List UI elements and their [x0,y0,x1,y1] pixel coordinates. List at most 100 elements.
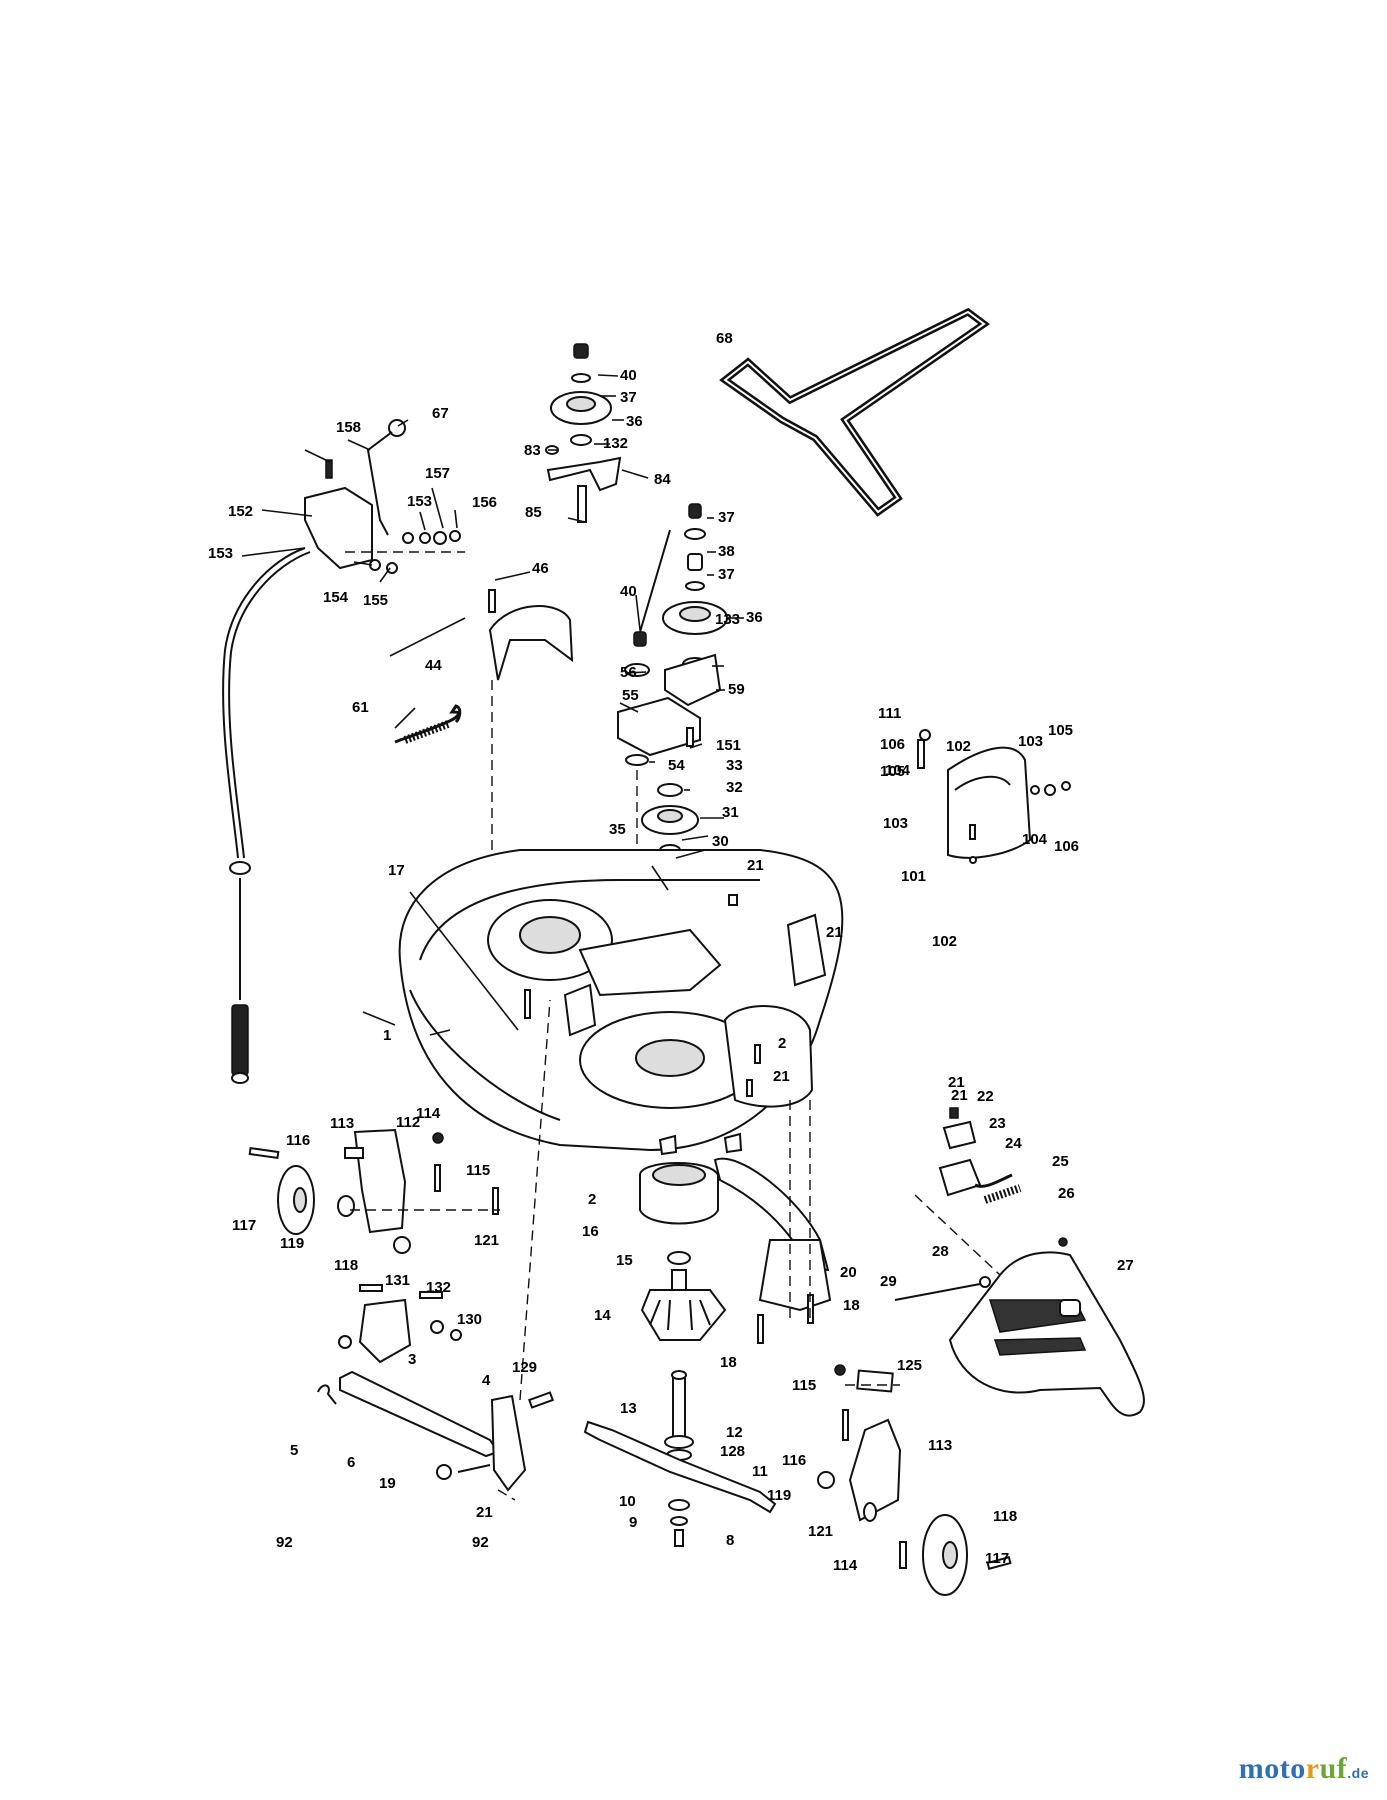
callout-label: 9 [629,1514,637,1531]
callout-label: 130 [457,1311,482,1328]
callout-label: 36 [746,609,763,626]
watermark-suffix: .de [1347,1765,1369,1781]
callout-label: 83 [524,442,541,459]
callout-label: 105 [880,763,905,780]
callout-label: 115 [792,1377,816,1394]
left-gauge-wheel-assembly [248,1128,500,1254]
callout-label: 152 [228,503,253,520]
callout-label: 21 [948,1074,965,1091]
callout-label: 30 [712,833,729,850]
callout-label: 8 [726,1532,734,1549]
callout-label: 103 [1018,733,1043,750]
callout-label: 31 [722,804,739,821]
callout-label: 21 [476,1504,493,1521]
callout-label: 153 [407,493,432,510]
callout-label: 84 [654,471,671,488]
control-cable [222,547,311,1084]
callout-label: 18 [843,1297,860,1314]
left-lift-arm-assembly [317,999,554,1501]
mower-deck [398,849,844,1156]
callout-label: 133 [715,611,740,628]
callout-label: 4 [482,1372,491,1389]
callout-label: 10 [619,1493,636,1510]
callout-label: 112 [396,1114,420,1131]
callout-label: 40 [620,367,637,384]
callout-labels: 1 2 2 3 4 5 6 8 9 10 11 12 128 13 14 15 … [208,330,1134,1574]
callout-label: 36 [626,413,643,430]
callout-label: 157 [425,465,450,482]
callout-label: 104 [1022,831,1048,848]
callout-label: 5 [290,1442,298,1459]
callout-label: 54 [668,757,685,774]
watermark-part3: uf [1319,1752,1348,1785]
callout-label: 92 [472,1534,489,1551]
callout-label: 114 [416,1105,441,1122]
blade-spindle-assembly [583,1162,777,1547]
callout-label: 116 [782,1452,806,1469]
callout-label: 132 [603,435,628,452]
callout-label: 131 [385,1272,410,1289]
callout-label: 61 [352,699,369,716]
callout-label: 158 [336,419,361,436]
callout-label: 21 [747,857,764,874]
callout-label: 12 [726,1424,743,1441]
callout-label: 56 [620,664,637,681]
callout-label: 106 [1054,838,1079,855]
callout-label: 119 [767,1487,791,1504]
top-pulley-assembly [545,343,622,523]
callout-label: 11 [752,1463,768,1480]
callout-label: 19 [379,1475,396,1492]
callout-label: 106 [880,736,905,753]
callout-label: 27 [1117,1257,1134,1274]
discharge-chute [894,1251,1145,1417]
callout-label: 38 [718,543,735,560]
callout-label: 40 [620,583,637,600]
callout-label: 15 [616,1252,633,1269]
callout-leaders [241,374,744,1036]
right-gauge-wheel-assembly [817,1364,1012,1596]
callout-label: 105 [1048,722,1073,739]
callout-label: 25 [1052,1153,1069,1170]
callout-label: 14 [594,1307,611,1324]
callout-label: 121 [474,1232,499,1249]
drive-belt [719,307,990,517]
callout-label: 28 [932,1243,949,1260]
callout-label: 117 [985,1550,1009,1567]
callout-label: 22 [977,1088,994,1105]
callout-label: 37 [620,389,637,406]
callout-label: 24 [1005,1135,1022,1152]
callout-label: 35 [609,821,626,838]
callout-label: 6 [347,1454,355,1471]
callout-label: 23 [989,1115,1006,1132]
callout-label: 44 [425,657,442,674]
callout-label: 18 [720,1354,737,1371]
callout-label: 21 [773,1068,790,1085]
callout-label: 1 [383,1027,391,1044]
callout-label: 113 [330,1115,354,1132]
callout-label: 102 [932,933,957,950]
deck-baffle [713,1100,832,1344]
callout-label: 2 [778,1035,786,1052]
watermark-part1: moto [1238,1752,1306,1785]
callout-label: 125 [897,1357,922,1374]
callout-label: 129 [512,1359,537,1376]
callout-label: 156 [472,494,497,511]
callout-label: 121 [808,1523,833,1540]
callout-label: 21 [826,924,843,941]
callout-label: 111 [878,705,901,722]
callout-label: 132 [426,1279,451,1296]
site-watermark: motoruf.de [1239,1752,1369,1786]
callout-label: 115 [466,1162,490,1179]
callout-label: 92 [276,1534,293,1551]
callout-label: 118 [993,1508,1017,1525]
callout-label: 59 [728,681,745,698]
callout-label: 101 [901,868,926,885]
callout-label: 155 [363,592,388,609]
callout-label: 151 [716,737,741,754]
callout-label: 102 [946,738,971,755]
callout-label: 128 [720,1443,745,1460]
callout-label: 46 [532,560,549,577]
callout-label: 29 [880,1273,897,1290]
